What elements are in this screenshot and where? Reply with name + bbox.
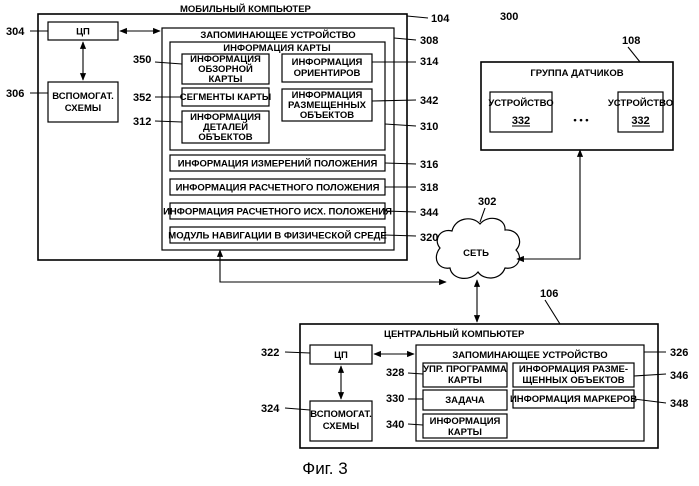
central-memory-title: ЗАПОМИНАЮЩЕЕ УСТРОЙСТВО <box>452 349 607 361</box>
map-program-line-2: КАРТЫ <box>448 375 482 386</box>
central-placed-objects-line-1: ИНФОРМАЦИЯ РАЗМЕ- <box>519 364 628 375</box>
landmarks-line-1: ИНФОРМАЦИЯ <box>292 57 363 68</box>
markers-info-label: ИНФОРМАЦИЯ МАРКЕРОВ <box>510 394 637 405</box>
overview-map-ref: 350 <box>133 54 151 66</box>
central-memory-ref: 326 <box>670 347 688 359</box>
figure-caption: Фиг. 3 <box>302 459 347 478</box>
landmarks-ref: 314 <box>420 56 439 68</box>
markers-info-ref: 348 <box>670 398 688 410</box>
network-ref: 302 <box>478 196 496 208</box>
map-info-title: ИНФОРМАЦИЯ КАРТЫ <box>223 43 330 54</box>
central-cpu-ref: 322 <box>261 347 279 359</box>
central-computer-title: ЦЕНТРАЛЬНЫЙ КОМПЬЮТЕР <box>384 328 525 340</box>
estimated-initial-position-label: ИНФОРМАЦИЯ РАСЧЕТНОГО ИСХ. ПОЛОЖЕНИЯ <box>163 207 392 218</box>
object-details-ref: 312 <box>133 116 151 128</box>
navigation-module-ref: 320 <box>420 232 438 244</box>
sensor-ellipsis: • • • <box>573 115 589 126</box>
central-computer: ЦЕНТРАЛЬНЫЙ КОМПЬЮТЕР 106 ЦП 322 ВСПОМОГ… <box>261 288 688 448</box>
placed-objects-ref: 342 <box>420 95 438 107</box>
task-ref: 330 <box>386 393 404 405</box>
overview-map-line-3: КАРТЫ <box>209 74 243 85</box>
mobile-computer-ref: 104 <box>431 13 450 25</box>
central-map-info-line-2: КАРТЫ <box>448 427 482 438</box>
mobile-memory-ref: 308 <box>420 35 438 47</box>
central-placed-objects-line-2: ЩЕННЫХ ОБЪЕКТОВ <box>522 375 624 386</box>
object-details-line-3: ОБЪЕКТОВ <box>198 132 252 143</box>
map-program-line-1: УПР. ПРОГРАММА <box>423 364 507 375</box>
map-segments-label: СЕГМЕНТЫ КАРТЫ <box>180 92 271 103</box>
central-computer-ref: 106 <box>540 288 558 300</box>
sensor-device-2-ref: 332 <box>631 115 649 127</box>
mobile-cpu-label: ЦП <box>76 27 90 38</box>
sensor-device-1-ref: 332 <box>512 115 530 127</box>
estimated-initial-position-ref: 344 <box>420 207 439 219</box>
map-info-ref: 310 <box>420 121 438 133</box>
map-segments-ref: 352 <box>133 92 151 104</box>
sensor-device-1-label: УСТРОЙСТВО <box>488 97 553 109</box>
central-map-info-line-1: ИНФОРМАЦИЯ <box>430 416 501 427</box>
position-measurement-ref: 316 <box>420 159 438 171</box>
system-ref: 300 <box>500 11 518 23</box>
placed-objects-line-3: ОБЪЕКТОВ <box>300 110 354 121</box>
mobile-cpu-ref: 304 <box>6 26 25 38</box>
mobile-aux-line-1: ВСПОМОГАТ. <box>52 91 113 102</box>
sensor-group-title: ГРУППА ДАТЧИКОВ <box>530 68 623 79</box>
network: СЕТЬ 302 <box>436 196 519 278</box>
central-map-info-ref: 340 <box>386 419 404 431</box>
navigation-module-label: МОДУЛЬ НАВИГАЦИИ В ФИЗИЧЕСКОЙ СРЕДЕ <box>168 230 386 242</box>
mobile-aux-ref: 306 <box>6 88 24 100</box>
network-label: СЕТЬ <box>463 248 489 259</box>
mobile-aux-line-2: СХЕМЫ <box>65 103 101 114</box>
task-label: ЗАДАЧА <box>445 395 485 406</box>
central-aux-line-2: СХЕМЫ <box>323 421 359 432</box>
estimated-position-label: ИНФОРМАЦИЯ РАСЧЕТНОГО ПОЛОЖЕНИЯ <box>176 183 380 194</box>
landmarks-line-2: ОРИЕНТИРОВ <box>294 68 361 79</box>
position-measurement-label: ИНФОРМАЦИЯ ИЗМЕРЕНИЙ ПОЛОЖЕНИЯ <box>178 158 378 170</box>
sensor-group: ГРУППА ДАТЧИКОВ 108 УСТРОЙСТВО 332 • • •… <box>481 35 673 150</box>
mobile-memory-title: ЗАПОМИНАЮЩЕЕ УСТРОЙСТВО <box>200 29 355 41</box>
central-cpu-label: ЦП <box>334 350 348 361</box>
sensor-group-ref: 108 <box>622 35 640 47</box>
sensor-device-2-label: УСТРОЙСТВО <box>608 97 673 109</box>
central-placed-objects-ref: 346 <box>670 370 688 382</box>
central-aux-ref: 324 <box>261 403 280 415</box>
mobile-computer: МОБИЛЬНЫЙ КОМПЬЮТЕР 104 ЦП 304 ВСПОМОГАТ… <box>6 3 450 260</box>
estimated-position-ref: 318 <box>420 182 438 194</box>
central-aux-line-1: ВСПОМОГАТ. <box>310 409 371 420</box>
mobile-aux-box <box>48 82 118 122</box>
map-program-ref: 328 <box>386 367 404 379</box>
mobile-computer-title: МОБИЛЬНЫЙ КОМПЬЮТЕР <box>180 3 312 15</box>
sensor-network-link <box>517 150 580 259</box>
